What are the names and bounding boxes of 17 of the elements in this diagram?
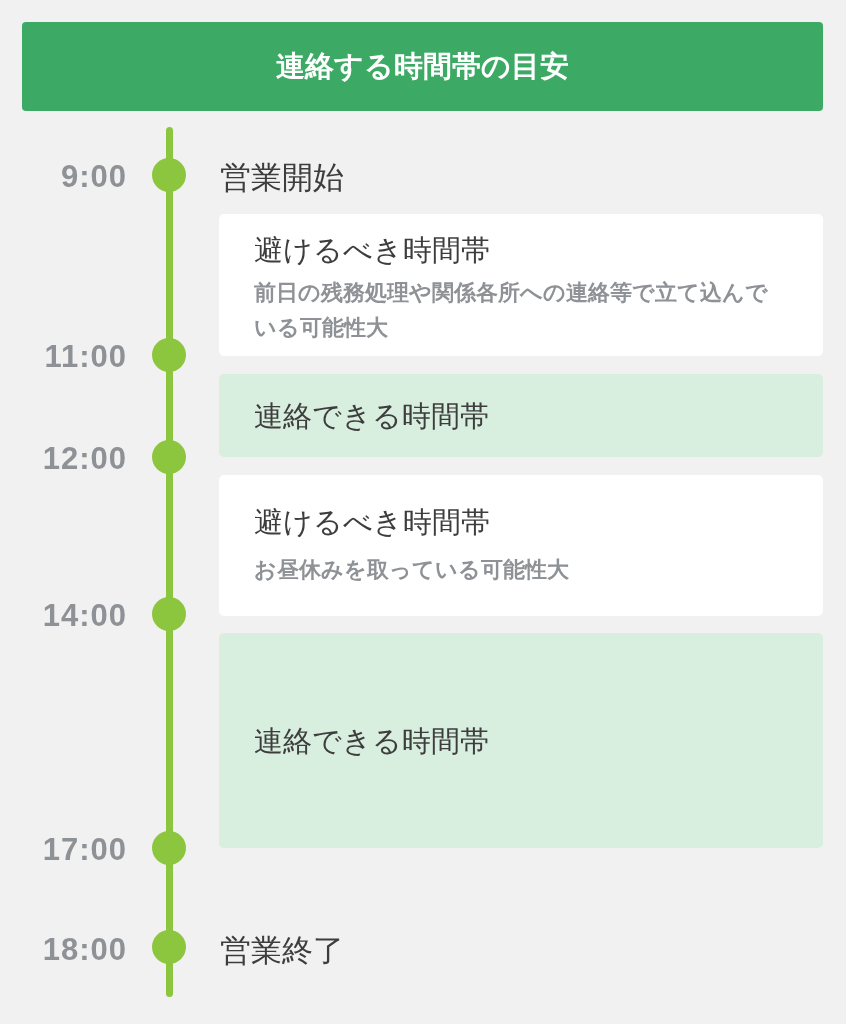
card-description: お昼休みを取っている可能性大: [254, 556, 570, 584]
time-label: 11:00: [44, 338, 127, 376]
card-description: 前日の残務処理や関係各所への連絡等で立て込んでいる可能性大: [254, 279, 769, 342]
event-label: 営業開始: [220, 158, 344, 197]
event-label: 営業終了: [220, 931, 344, 970]
time-label: 18:00: [42, 931, 127, 969]
time-slot-card: [219, 633, 823, 848]
time-slot-card: [219, 374, 823, 457]
time-label: 17:00: [42, 831, 127, 869]
card-heading: 連絡できる時間帯: [254, 398, 490, 434]
time-label: 9:00: [60, 158, 127, 196]
time-label: 14:00: [42, 597, 127, 635]
card-heading: 連絡できる時間帯: [254, 723, 490, 759]
time-label: 12:00: [42, 440, 127, 478]
title-banner: 連絡する時間帯の目安: [22, 22, 823, 111]
card-heading: 避けるべき時間帯: [254, 232, 491, 268]
card-heading: 避けるべき時間帯: [254, 504, 491, 540]
